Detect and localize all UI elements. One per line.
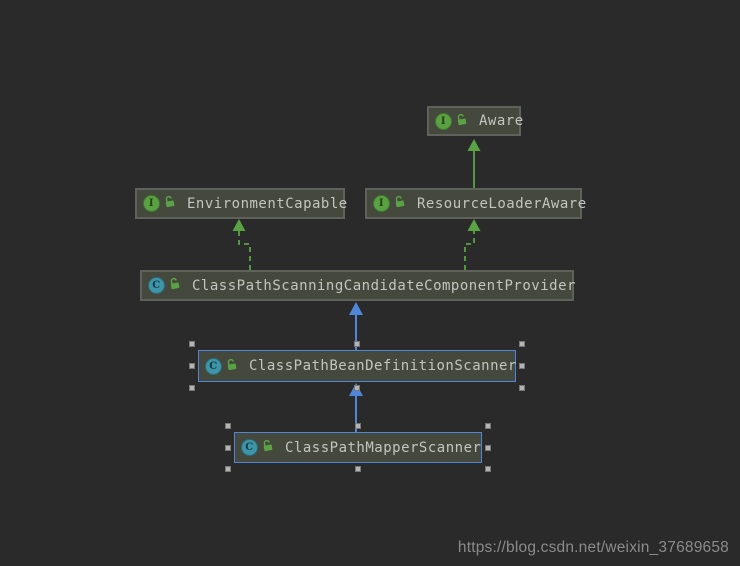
open-lock-icon bbox=[168, 276, 183, 295]
class-icon: C bbox=[241, 439, 258, 456]
node-label: Aware bbox=[479, 113, 524, 129]
selection-handle[interactable] bbox=[355, 423, 361, 429]
interface-icon: I bbox=[373, 195, 390, 212]
node-label: ClassPathScanningCandidateComponentProvi… bbox=[192, 277, 576, 294]
open-lock-icon bbox=[163, 194, 178, 213]
open-lock-icon bbox=[225, 357, 240, 376]
class-icon: C bbox=[205, 357, 222, 375]
selection-handle[interactable] bbox=[485, 444, 491, 451]
node-label: ClassPathMapperScanner bbox=[285, 439, 482, 456]
selection-handle[interactable] bbox=[354, 385, 360, 391]
open-lock-icon bbox=[393, 194, 408, 213]
selection-handle[interactable] bbox=[225, 466, 231, 472]
interface-icon: I bbox=[143, 195, 160, 212]
selection-handle[interactable] bbox=[189, 341, 195, 347]
selection-handle[interactable] bbox=[189, 363, 195, 369]
selection-handle[interactable] bbox=[355, 466, 361, 472]
diagram-node-ClassPathMapperScanner[interactable]: C ClassPathMapperScanner bbox=[234, 432, 482, 463]
node-label: ResourceLoaderAware bbox=[417, 195, 587, 212]
diagram-node-EnvironmentCapable[interactable]: I EnvironmentCapable bbox=[135, 188, 348, 219]
diagram-node-Aware[interactable]: I Aware bbox=[427, 106, 524, 136]
selection-handle[interactable] bbox=[225, 423, 231, 429]
selection-handle[interactable] bbox=[189, 385, 195, 391]
selection-handle[interactable] bbox=[225, 444, 231, 451]
arrowhead-implements bbox=[232, 219, 246, 231]
watermark: https://blog.csdn.net/weixin_37689658 bbox=[457, 539, 729, 556]
node-label: ClassPathBeanDefinitionScanner bbox=[249, 358, 517, 374]
node-label: EnvironmentCapable bbox=[187, 195, 348, 212]
diagram-node-ClassPathBeanDefinitionScanner[interactable]: C ClassPathBeanDefinitionScanner bbox=[198, 350, 516, 382]
diagram-node-ResourceLoaderAware[interactable]: I ResourceLoaderAware bbox=[365, 188, 586, 219]
selection-handle[interactable] bbox=[519, 341, 525, 347]
selection-handle[interactable] bbox=[485, 423, 491, 429]
arrowhead-extends bbox=[349, 302, 363, 315]
arrowhead-extends bbox=[467, 139, 481, 151]
edge-implements bbox=[464, 231, 475, 270]
arrowhead-implements bbox=[467, 219, 481, 231]
open-lock-icon bbox=[455, 112, 470, 131]
selection-handle[interactable] bbox=[519, 385, 525, 391]
edge-implements bbox=[238, 231, 251, 270]
class-icon: C bbox=[148, 277, 165, 294]
selection-handle[interactable] bbox=[519, 363, 525, 369]
interface-icon: I bbox=[435, 112, 452, 130]
open-lock-icon bbox=[261, 438, 276, 457]
selection-handle[interactable] bbox=[485, 466, 491, 472]
diagram-node-ClassPathScanningCandidateComponentProvider[interactable]: C ClassPathScanningCandidateComponentProv… bbox=[140, 270, 576, 301]
selection-handle[interactable] bbox=[354, 341, 360, 347]
